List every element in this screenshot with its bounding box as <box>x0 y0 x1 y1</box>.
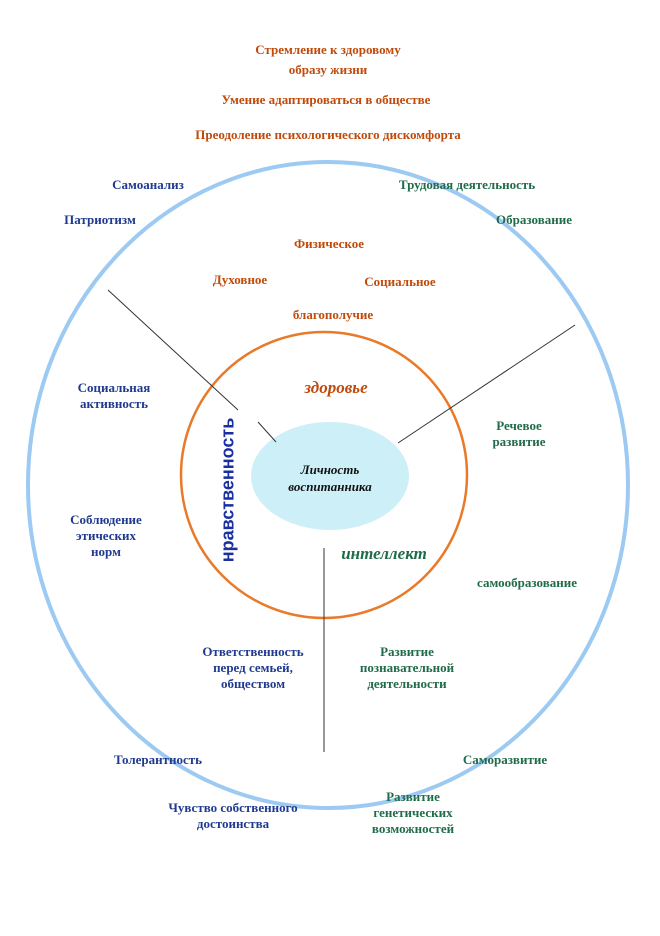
label-responsibility-line-2: перед семьей, <box>213 660 293 675</box>
label-dignity-line-1: Чувство собственного <box>168 800 298 815</box>
label-ethics-line-1: Соблюдение <box>70 512 142 527</box>
label-ethics: Соблюдение этических норм <box>70 512 142 560</box>
core-label-line-2: воспитанника <box>288 479 372 494</box>
top-line-3: Умение адаптироваться в обществе <box>221 92 431 107</box>
label-social-activity: Социальная активность <box>78 380 151 412</box>
label-education: Образование <box>496 212 572 227</box>
core-label: Личность воспитанника <box>288 461 371 495</box>
label-dignity-line-2: достоинства <box>196 816 270 831</box>
label-speech-line-1: Речевое <box>496 418 542 433</box>
label-self-education: самообразование <box>477 575 577 590</box>
ring-label-morality: нравственность <box>217 417 238 563</box>
label-spiritual: Духовное <box>212 272 268 287</box>
top-line-1: Стремление к здоровому <box>255 42 401 57</box>
label-labor: Трудовая деятельность <box>398 177 536 192</box>
label-speech: Речевое развитие <box>492 418 545 450</box>
label-patriotism: Патриотизм <box>64 212 136 227</box>
core-label-line-1: Личность <box>300 462 360 477</box>
label-physical: Физическое <box>294 236 364 251</box>
divider-upper-left <box>107 289 239 411</box>
label-genetic-line-1: Развитие <box>386 789 440 804</box>
label-cognitive-line-2: познавательной <box>359 660 455 675</box>
label-genetic: Развитие генетических возможностей <box>372 789 454 837</box>
label-ethics-line-2: этических <box>75 528 136 543</box>
label-cognitive-line-3: деятельности <box>367 676 447 691</box>
label-responsibility-line-1: Ответственность <box>202 644 304 659</box>
label-wellbeing: благополучие <box>292 307 374 322</box>
label-social-activity-line-1: Социальная <box>77 380 151 395</box>
label-cognitive-line-1: Развитие <box>380 644 434 659</box>
ring-label-health: здоровье <box>304 378 368 397</box>
label-genetic-line-2: генетических <box>373 805 453 820</box>
label-responsibility-line-3: обществом <box>220 676 286 691</box>
label-social-activity-line-2: активность <box>80 396 148 411</box>
core-ellipse <box>251 422 409 530</box>
label-tolerance: Толерантность <box>113 752 203 767</box>
label-dignity: Чувство собственного достоинства <box>168 800 297 832</box>
label-social: Социальное <box>364 274 436 289</box>
divider-right <box>397 324 576 444</box>
label-self-development: Саморазвитие <box>462 752 548 767</box>
top-line-4: Преодоление психологического дискомфорта <box>195 127 461 142</box>
label-responsibility: Ответственность перед семьей, обществом <box>202 644 303 692</box>
label-self-analysis: Самоанализ <box>112 177 184 192</box>
label-genetic-line-3: возможностей <box>371 821 455 836</box>
outer-ring <box>26 160 630 810</box>
label-speech-line-2: развитие <box>492 434 546 449</box>
label-cognitive: Развитие познавательной деятельности <box>360 644 454 692</box>
label-ethics-line-3: норм <box>91 544 121 559</box>
top-line-2: образу жизни <box>288 62 368 77</box>
divider-inner-left <box>257 421 277 443</box>
ring-label-intellect: интеллект <box>341 544 427 563</box>
